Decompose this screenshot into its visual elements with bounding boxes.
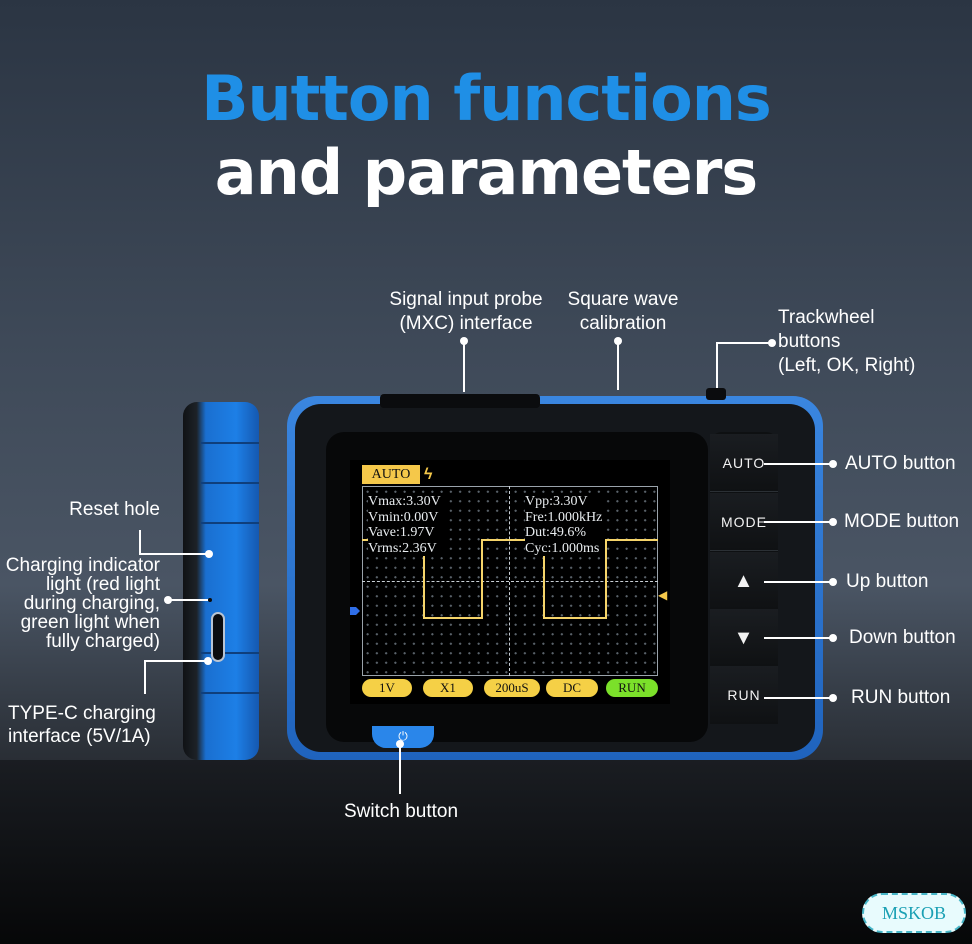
callout-signal-input: Signal input probe (MXC) interface [389, 289, 543, 334]
meas-vrms: Vrms:2.36V [368, 540, 443, 556]
meas-fre: Fre:1.000kHz [525, 509, 605, 525]
headline-line2: and parameters [214, 136, 758, 209]
callout-auto: AUTO button [845, 453, 956, 474]
run-button-label: RUN [727, 687, 761, 703]
chip-probe: X1 [423, 679, 473, 697]
callout-charging-indicator: Charging indicator light (red light duri… [5, 555, 160, 652]
power-switch-button[interactable]: ⏻ [372, 726, 434, 748]
meas-vave: Vave:1.97V [368, 525, 443, 541]
trackwheel[interactable] [706, 388, 726, 400]
meas-vmax: Vmax:3.30V [368, 494, 443, 510]
mode-button[interactable]: MODE [710, 493, 778, 551]
power-icon: ⏻ [398, 729, 408, 743]
callout-square-wave: Square wave calibration [567, 289, 679, 334]
run-button[interactable]: RUN [710, 666, 778, 724]
down-arrow-icon: ▼ [733, 627, 755, 649]
meas-vpp: Vpp:3.30V [525, 494, 605, 510]
callout-up: Up button [846, 571, 929, 592]
side-view-device [183, 402, 259, 760]
left-measurements: Vmax:3.30V Vmin:0.00V Vave:1.97V Vrms:2.… [368, 494, 443, 556]
grid-center-horizontal [362, 581, 658, 582]
chip-run: RUN [606, 679, 658, 697]
chip-timebase: 200uS [484, 679, 540, 697]
trigger-level-marker-icon: ◀ [658, 588, 668, 602]
callout-typec: TYPE-C charging interface (5V/1A) [8, 703, 156, 747]
typec-port[interactable] [211, 612, 225, 662]
trigger-edge-icon: ϟ [424, 466, 433, 483]
callout-trackwheel: Trackwheel buttons (Left, OK, Right) [778, 307, 916, 376]
chip-voltage: 1V [362, 679, 412, 697]
callout-reset: Reset hole [69, 499, 160, 520]
chip-coupling: DC [546, 679, 598, 697]
callout-run: RUN button [851, 687, 951, 708]
mode-button-label: MODE [721, 514, 767, 530]
meas-dut: Dut:49.6% [525, 525, 605, 541]
mode-tag: AUTO [362, 465, 420, 484]
right-measurements: Vpp:3.30V Fre:1.000kHz Dut:49.6% Cyc:1.0… [525, 494, 605, 556]
meas-cyc: Cyc:1.000ms [525, 540, 605, 556]
channel-marker-icon [350, 607, 360, 615]
square-waveform [362, 539, 658, 619]
floor-shadow [0, 760, 972, 944]
callout-switch: Switch button [343, 801, 459, 822]
up-arrow-icon: ▲ [733, 570, 755, 592]
headline-line1: Button functions [201, 62, 772, 135]
callout-down: Down button [849, 627, 956, 648]
callout-mode: MODE button [844, 511, 960, 532]
probe-interface[interactable] [380, 394, 540, 408]
watermark-logo: MSKOB [862, 893, 966, 933]
auto-button-label: AUTO [722, 455, 766, 471]
charging-indicator-light [208, 598, 212, 602]
meas-vmin: Vmin:0.00V [368, 509, 443, 525]
